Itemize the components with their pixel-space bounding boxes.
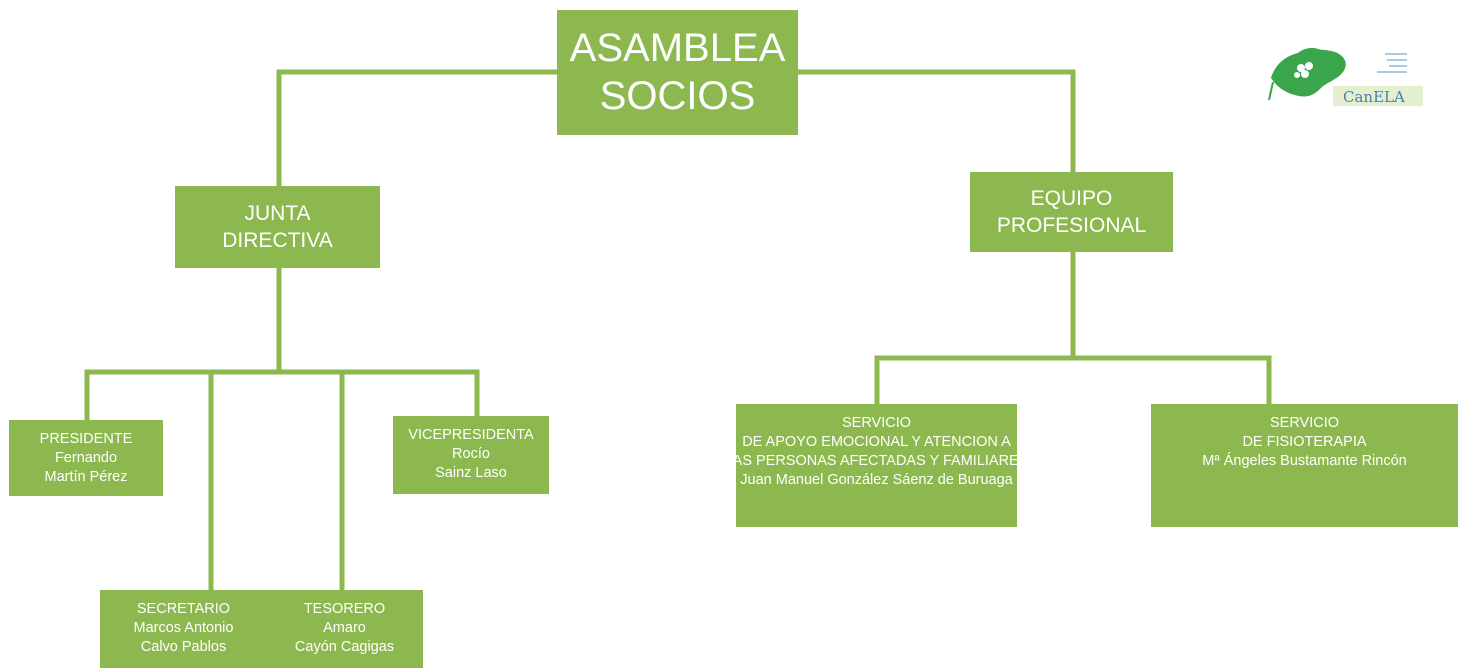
logo-text: CanELA [1343,88,1405,106]
node-label-line: SOCIOS [599,73,756,118]
node-role: TESORERO [303,601,386,617]
node-name: Martín Pérez [44,468,128,485]
node-name: Mª Ángeles Bustamante Rincón [1202,452,1407,469]
node-vicepresidenta: VICEPRESIDENTA Rocío Sainz Laso [393,416,549,494]
node-label-line: LAS PERSONAS AFECTADAS Y FAMILIARES [724,452,1029,469]
node-role: VICEPRESIDENTA [408,427,534,443]
node-label-line: DE APOYO EMOCIONAL Y ATENCION A [742,433,1011,450]
node-tesorero: TESORERO Amaro Cayón Cagigas [266,590,423,668]
node-name: Calvo Pablos [140,638,227,655]
node-name: Juan Manuel González Sáenz de Buruaga [740,471,1013,488]
node-junta-directiva: JUNTA DIRECTIVA [175,186,380,268]
canela-logo: CanELA [1268,48,1423,106]
node-role: PRESIDENTE [39,431,133,447]
node-label-line: SERVICIO [1269,415,1340,431]
node-label-line: ASAMBLEA [569,26,786,71]
node-secretario: SECRETARIO Marcos Antonio Calvo Pablos [100,590,267,668]
node-servicio-fisioterapia: SERVICIO DE FISIOTERAPIA Mª Ángeles Bust… [1151,404,1458,527]
node-name: Amaro [323,619,366,636]
connector-asamblea-equipo [795,69,1076,175]
connector-asamblea-junta [276,69,560,189]
node-asamblea-socios: ASAMBLEA SOCIOS [557,10,798,135]
node-name: Sainz Laso [435,464,507,481]
node-label-line: JUNTA [244,201,311,225]
node-servicio-apoyo-emocional: SERVICIO DE APOYO EMOCIONAL Y ATENCION A… [725,404,1028,527]
node-equipo-profesional: EQUIPO PROFESIONAL [970,172,1173,252]
node-role: SECRETARIO [136,601,231,617]
node-label-line: DIRECTIVA [222,229,333,252]
node-label-line: DE FISIOTERAPIA [1242,433,1367,450]
node-name: Rocío [452,445,490,462]
node-label-line: PROFESIONAL [996,214,1147,237]
node-presidente: PRESIDENTE Fernando Martín Pérez [9,420,163,496]
node-label-line: EQUIPO [1030,186,1113,210]
node-name: Cayón Cagigas [294,638,395,655]
node-name: Fernando [54,449,118,466]
node-label-line: SERVICIO [841,415,912,431]
node-name: Marcos Antonio [133,619,234,636]
